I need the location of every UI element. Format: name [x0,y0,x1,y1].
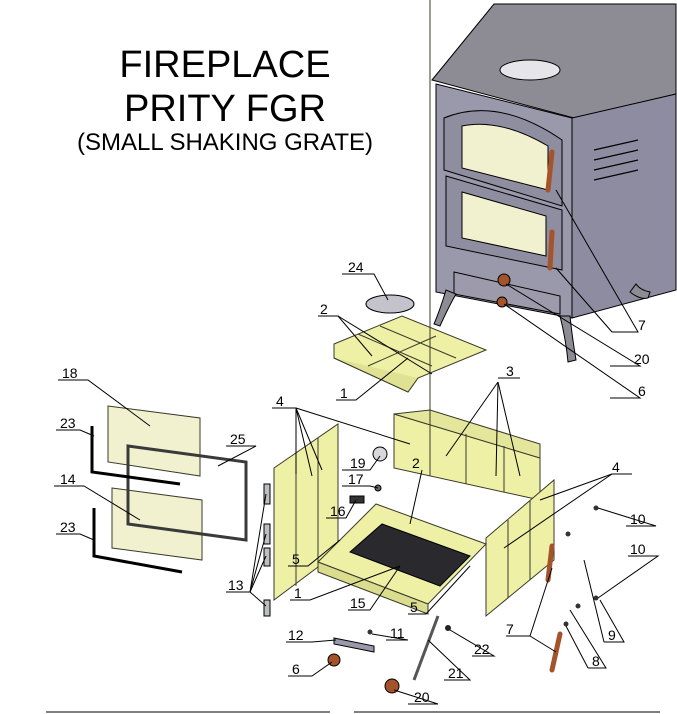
part-13-hinges [263,483,271,617]
stove-leg-mid [559,315,577,363]
callout-6-stove: 6 [638,383,646,399]
part-19-cap [372,446,388,462]
title-line-2: PRITY FGR [124,88,326,130]
callout-18: 18 [62,365,78,381]
stove-top-plate [431,3,677,119]
part-25-gasket-frame [126,444,248,542]
stove-side [571,93,677,319]
part-24-round-plate [365,294,415,314]
callout-10-lower: 10 [630,541,646,557]
callout-14: 14 [60,471,76,487]
callout-11: 11 [390,625,405,641]
callout-5-left: 5 [292,551,300,567]
callout-19: 19 [350,455,366,471]
part-20-knob-lower [384,678,400,694]
part-7-handle-upper [545,543,555,583]
callout-9: 9 [608,627,616,643]
callout-4-right: 4 [612,459,620,475]
part-15-shaking-grate [349,523,471,587]
callout-5-right: 5 [410,599,418,615]
callout-numbers: 24 2 1 3 4 4 2 18 23 25 14 23 19 17 16 5… [60,259,650,705]
callout-25: 25 [230,431,246,447]
callout-15: 15 [350,595,366,611]
part-8-9-10-screws [563,505,599,627]
callout-7-stove: 7 [638,317,646,333]
title-line-3: (SMALL SHAKING GRATE) [76,129,374,156]
part-21-shaker-rod [412,615,440,681]
callout-24: 24 [348,259,364,275]
callout-7-lower: 7 [506,621,514,637]
hotplate-lid [499,59,561,81]
part-23-frame-upper [90,426,181,486]
part-4-side-panels-left [273,423,339,601]
part-18-glass [107,405,201,477]
callout-1-base: 1 [294,585,302,601]
callout-12: 12 [288,627,304,643]
callout-20-stove: 20 [634,351,650,367]
part-12-bracket [333,637,375,653]
stove-assembly [431,3,677,363]
part-4-side-panels-right [485,478,555,618]
part-23-frame-lower [92,508,183,574]
callout-1-top: 1 [340,385,348,401]
callout-16: 16 [330,503,346,519]
part-3-back-panels [393,0,541,501]
callout-23-upper: 23 [60,415,76,431]
ash-drawer [453,271,561,315]
callout-3: 3 [506,363,514,379]
door-handle-lower [547,229,555,271]
part-14-glass [111,487,203,561]
part-22-ball [445,625,451,631]
callout-2-top: 2 [320,301,328,317]
stove-leg-right [629,283,651,299]
callout-4-left: 4 [276,393,284,409]
callout-17: 17 [348,471,364,487]
stove-leg-left [433,289,457,327]
part-11-screw [367,629,373,635]
callout-22: 22 [474,641,490,657]
fire-door-window [461,191,547,257]
part-16-spring [349,495,365,504]
callout-10-upper: 10 [630,511,646,527]
title-line-1: FIREPLACE [119,44,331,86]
side-vents [593,139,639,181]
part-6-knob [327,653,341,667]
callout-21: 21 [448,665,464,681]
door-handle-upper [545,149,555,193]
leader-lines [54,189,660,705]
ash-drawer-knob [497,273,511,287]
callout-23-lower: 23 [60,519,76,535]
callout-6-lower: 6 [292,661,300,677]
callout-20-lower: 20 [414,689,430,705]
callout-8: 8 [592,653,600,669]
part-2-top-panels [333,315,488,393]
callout-13: 13 [228,577,244,593]
callout-2-inner: 2 [412,455,420,471]
